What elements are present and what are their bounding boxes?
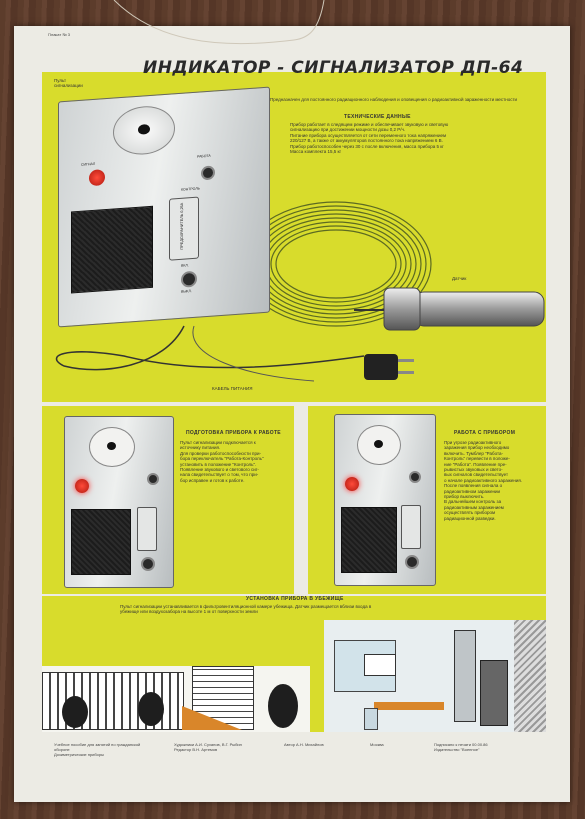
install-text: Пульт сигнализации устанавливается в фил… (120, 604, 372, 615)
power-cable (55, 325, 365, 382)
install-header: УСТАНОВКА ПРИБОРА В УБЕЖИЩЕ (246, 596, 344, 602)
poster-title: ИНДИКАТОР - СИГНАЛИЗАТОР ДП-64 (143, 58, 524, 78)
work-label: РАБОТА (197, 153, 211, 159)
work-text: При угрозе радиоактивного заражения приб… (444, 440, 523, 521)
footer-col1: Учебное пособие для занятий по гражданск… (54, 742, 141, 757)
sensor-label: Датчик (452, 276, 467, 281)
poster-number: Плакат № 3 (48, 32, 70, 37)
cable-label: КАБЕЛЬ ПИТАНИЯ (212, 386, 253, 391)
tech-text: Прибор работает в следящем режиме и обес… (290, 122, 449, 155)
control-label: КОНТРОЛЬ (181, 186, 200, 192)
work-lamp-icon (345, 477, 359, 491)
work-header: РАБОТА С ПРИБОРОМ (454, 430, 516, 436)
signal-panel-device: СИГНАЛ РАБОТА КОНТРОЛЬ ПРЕДОХРАНИТЕЛЬ 0,… (58, 86, 270, 328)
hanging-string (113, 0, 325, 45)
city-scene (42, 666, 310, 732)
off-label: ВЫКЛ. (181, 289, 192, 294)
footer-col5: Подписано к печати 00.00.86 Издательство… (434, 742, 488, 752)
loudspeaker-grille (71, 205, 153, 294)
work-control-toggle[interactable] (201, 165, 215, 181)
intro-text: Предназначен для постоянного радиационно… (270, 97, 518, 102)
footer-col4: Москва (370, 742, 384, 747)
prep-lamp-icon (75, 479, 89, 493)
prep-header: ПОДГОТОВКА ПРИБОРА К РАБОТЕ (186, 430, 281, 436)
prep-device (64, 416, 174, 588)
panel-label: Пульт сигнализации (54, 78, 83, 89)
poster-sheet: Плакат № 3 ИНДИКАТОР - СИГНАЛИЗАТОР ДП-6… (14, 0, 570, 802)
shelter-scene (324, 620, 546, 732)
tech-header: ТЕХНИЧЕСКИЕ ДАННЫЕ (344, 114, 411, 120)
signal-lamp-icon (89, 169, 105, 187)
work-speaker (341, 507, 397, 573)
signal-label: СИГНАЛ (81, 161, 96, 167)
prep-speaker (71, 509, 131, 575)
footer-col3: Автор А.Н. Михайлов (284, 742, 324, 747)
fuse-label: ПРЕДОХРАНИТЕЛЬ 0,25А (180, 202, 184, 250)
power-switch[interactable] (181, 270, 197, 288)
work-device (334, 414, 436, 586)
power-plug (364, 354, 414, 380)
work-toggle (409, 471, 421, 483)
speaker-dome (113, 104, 175, 157)
sensor-probe (354, 287, 545, 331)
on-label: ВКЛ. (181, 263, 189, 268)
footer-col2: Художники А.И. Суханов, В.Г. Рыбин Редак… (174, 742, 242, 752)
prep-toggle (147, 473, 159, 485)
fuse-holder: ПРЕДОХРАНИТЕЛЬ 0,25А (169, 196, 199, 261)
prep-text: Пульт сигнализации подключается к источн… (180, 440, 264, 483)
